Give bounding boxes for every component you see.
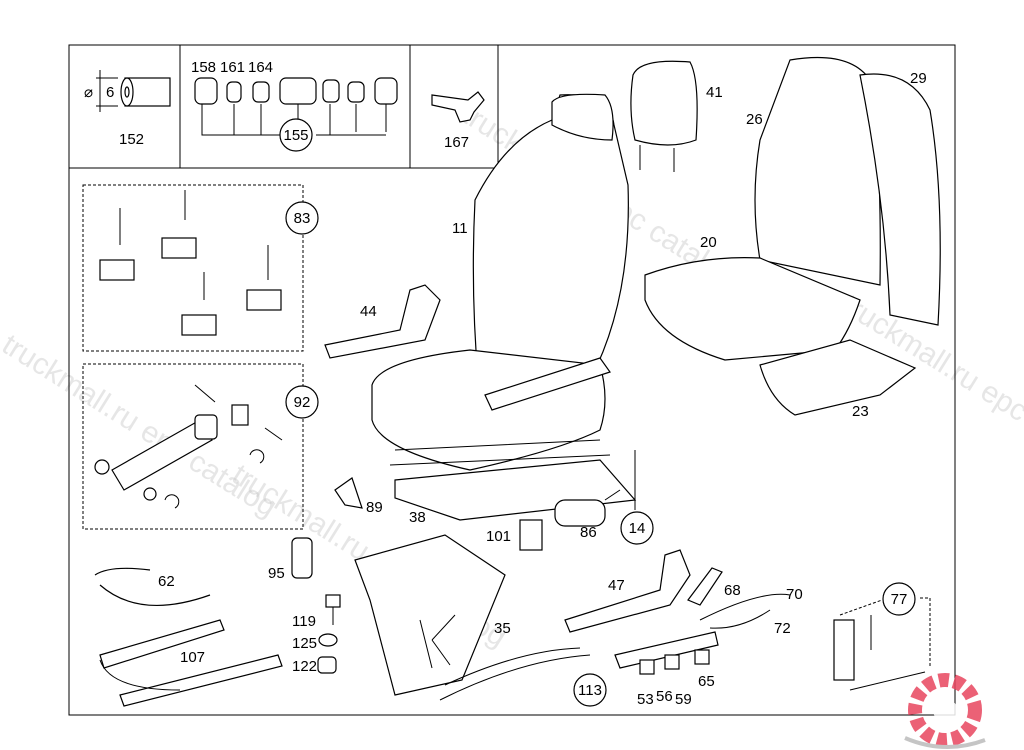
svg-text:68: 68 [724,582,741,599]
svg-text:83: 83 [294,210,311,227]
group-92-box [82,363,304,530]
part-44-cover [324,284,441,359]
part-155-fittings [194,77,398,136]
svg-text:158: 158 [191,59,216,76]
svg-text:125: 125 [292,635,317,652]
svg-text:62: 62 [158,573,175,590]
part-107-rails [99,619,283,707]
svg-text:38: 38 [409,509,426,526]
callout-labels: ⌀ 6 152 158 161 164 167 41 29 26 11 20 4… [84,59,927,708]
group-92-gas-spring [94,384,283,509]
svg-text:101: 101 [486,528,511,545]
group-83-clips [99,190,282,336]
svg-text:⌀: ⌀ [84,84,93,101]
svg-text:47: 47 [608,577,625,594]
part-101-block [519,519,543,551]
svg-text:152: 152 [119,131,144,148]
svg-text:11: 11 [452,220,468,237]
part-20-cushion-cover [644,257,861,361]
svg-text:59: 59 [675,691,692,708]
svg-text:72: 72 [774,620,791,637]
parts-70-72-cables [699,593,791,629]
svg-text:41: 41 [706,84,723,101]
part-41-headrest [630,60,698,172]
part-35-base [354,534,506,696]
svg-text:35: 35 [494,620,511,637]
svg-text:89: 89 [366,499,383,516]
diagram-frame [68,44,956,716]
part-95-valve [291,537,313,579]
svg-text:164: 164 [248,59,273,76]
svg-text:107: 107 [180,649,205,666]
svg-text:92: 92 [294,394,311,411]
group-83-box [82,184,304,352]
parts-53-65-switches [614,631,719,675]
svg-text:56: 56 [656,688,673,705]
svg-text:29: 29 [910,70,927,87]
svg-text:23: 23 [852,403,869,420]
svg-text:20: 20 [700,234,717,251]
part-62-hose [94,567,211,607]
truckmallparts-logo [904,673,986,749]
svg-text:119: 119 [292,613,316,630]
part-86-cylinder [554,489,621,527]
svg-text:86: 86 [580,524,597,541]
part-152-hose [96,70,171,112]
svg-text:44: 44 [360,303,377,320]
svg-text:122: 122 [292,658,317,675]
svg-text:113: 113 [578,682,602,699]
svg-text:167: 167 [444,134,469,151]
group-77-parts [833,597,931,691]
svg-text:77: 77 [891,591,908,608]
svg-text:161: 161 [220,59,245,76]
svg-text:6: 6 [106,84,114,101]
part-89-bracket [334,477,363,509]
svg-text:65: 65 [698,673,715,690]
svg-text:53: 53 [637,691,654,708]
svg-text:26: 26 [746,111,763,128]
svg-text:70: 70 [786,586,803,603]
part-113-cable [439,647,591,701]
circled-callouts: 155 83 92 14 113 77 [279,118,916,707]
svg-text:155: 155 [283,127,308,144]
part-167-tee [431,91,485,123]
part-23-cushion [759,339,917,416]
parts-119-125-122-bolts [317,594,341,674]
part-68-pad [687,567,723,606]
part-47-lever [564,549,691,633]
svg-text:95: 95 [268,565,285,582]
svg-text:14: 14 [629,520,646,537]
part-26-29-backrest-covers [754,56,941,326]
